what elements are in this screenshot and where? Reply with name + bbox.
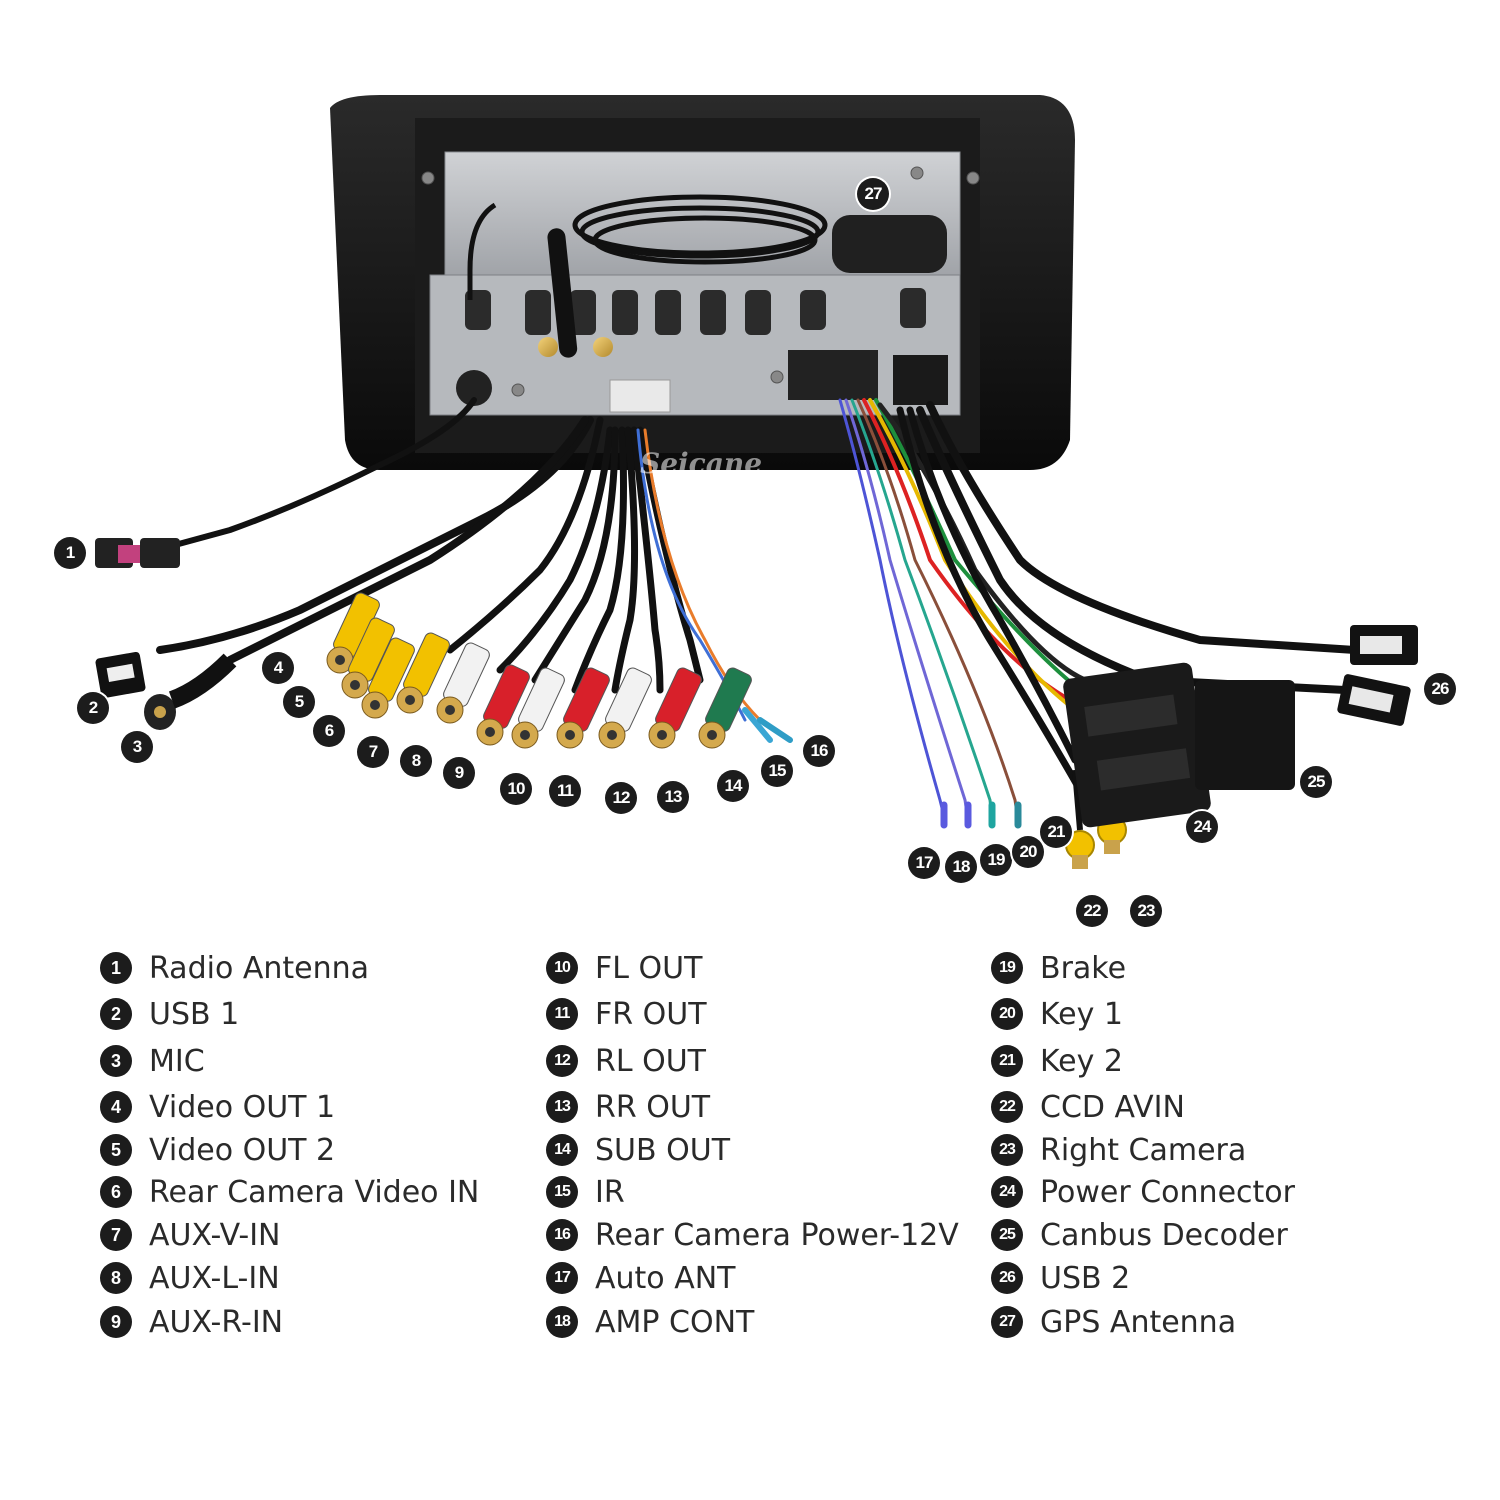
callout-badge: 15 xyxy=(761,755,793,787)
callout-badge: 13 xyxy=(657,781,689,813)
mic-jack xyxy=(144,653,237,730)
callout-badge: 16 xyxy=(803,735,835,767)
rca-connectors xyxy=(326,592,752,749)
usb1-connector xyxy=(95,651,146,698)
callout-badge: 24 xyxy=(1186,811,1218,843)
rca-plug-hole xyxy=(405,695,415,705)
antenna-port-gold xyxy=(538,337,558,357)
chassis-screws xyxy=(421,166,980,397)
wire-terminals-left xyxy=(742,707,793,743)
callout-badge: 10 xyxy=(500,773,532,805)
rca-plug-hole xyxy=(657,730,667,740)
rca-plug-hole xyxy=(707,730,717,740)
callout-badge: 14 xyxy=(717,770,749,802)
chassis-vents xyxy=(465,288,926,335)
cables xyxy=(156,397,1359,822)
rca-plug-hole xyxy=(607,730,617,740)
callout-badge: 9 xyxy=(443,757,475,789)
aux-plug xyxy=(609,379,671,413)
rca-plug-hole xyxy=(565,730,575,740)
rca-plug-hole xyxy=(520,730,530,740)
gps-cable-coil xyxy=(467,194,828,300)
usb2-connectors xyxy=(1337,625,1418,726)
callout-badge: 18 xyxy=(945,851,977,883)
rca-plug-hole xyxy=(335,655,345,665)
callout-badge: 1 xyxy=(54,537,86,569)
callout-badge: 7 xyxy=(357,736,389,768)
usb-plug xyxy=(893,355,948,405)
callout-badge: 17 xyxy=(908,847,940,879)
callout-badge: 26 xyxy=(1424,673,1456,705)
callout-badge: 8 xyxy=(400,745,432,777)
canbus-decoder-box xyxy=(1195,680,1295,790)
brand-watermark: Seicane xyxy=(640,447,763,480)
callout-badge: 11 xyxy=(549,775,581,807)
rca-plug-hole xyxy=(485,727,495,737)
callout-badge: 23 xyxy=(1130,895,1162,927)
wire-terminals-right xyxy=(940,801,1022,829)
callout-badge: 6 xyxy=(313,715,345,747)
callout-badge: 27 xyxy=(857,178,889,210)
callout-badge: 20 xyxy=(1012,836,1044,868)
callout-badge: 21 xyxy=(1040,816,1072,848)
unit-chassis-back xyxy=(429,274,961,416)
callout-badge: 25 xyxy=(1300,766,1332,798)
callout-badge: 12 xyxy=(605,782,637,814)
radio-port xyxy=(456,370,492,406)
callout-badge: 5 xyxy=(283,686,315,718)
callout-badge: 3 xyxy=(121,731,153,763)
callout-badge: 4 xyxy=(262,652,294,684)
fakra-connector xyxy=(95,538,180,568)
rca-plug-hole xyxy=(350,680,360,690)
gps-antenna-puck xyxy=(832,215,947,273)
power-connector xyxy=(1063,662,1211,828)
rca-plug-hole xyxy=(445,705,455,715)
callout-badge: 19 xyxy=(980,844,1012,876)
main-harness-plug xyxy=(788,350,878,400)
rca-plug-hole xyxy=(370,700,380,710)
callout-badge: 2 xyxy=(77,692,109,724)
callout-badge: 22 xyxy=(1076,895,1108,927)
wifi-antenna xyxy=(547,228,578,358)
